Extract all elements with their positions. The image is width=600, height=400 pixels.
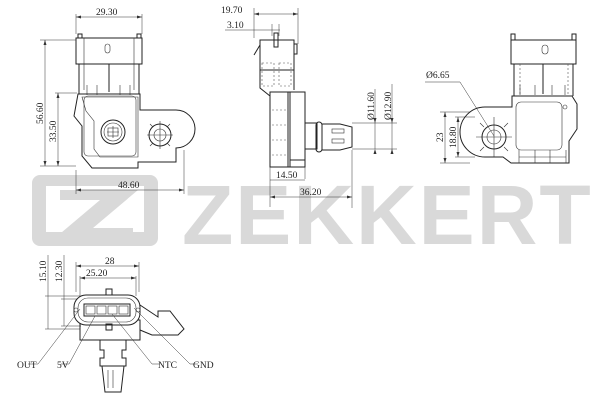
dim-front-width-total: 48.60	[118, 181, 140, 191]
dim-side-depth-total: 36.20	[300, 188, 322, 198]
pin-label-5v: 5V	[57, 361, 69, 371]
connector-view: 28 25.20 15.10 12.30 OUT 5V NTC G	[17, 255, 214, 393]
dim-rear-hole-dia: Ø6.65	[426, 71, 450, 81]
dim-side-body-depth: 14.50	[276, 171, 298, 181]
rear-view: Ø6.65 23 18.80	[425, 33, 578, 164]
dim-connector-height-outer: 15.10	[39, 260, 49, 282]
front-view: 29.30 56.60 33.50 48.60	[36, 8, 196, 194]
dim-side-dia-inner: Ø11.60	[367, 92, 377, 120]
dim-side-width-top: 19.70	[221, 6, 243, 16]
dim-front-height-body: 33.50	[49, 120, 59, 142]
side-view: 19.70 3.10 Ø11.60 Ø12.90 14.50 36.20	[221, 6, 397, 208]
dim-connector-width-inner: 25.20	[86, 269, 108, 279]
dim-side-tab-width: 3.10	[227, 21, 244, 31]
dim-connector-height-inner: 12.30	[55, 260, 65, 282]
dim-front-width-top: 29.30	[96, 8, 118, 18]
pin-label-ntc: NTC	[158, 361, 177, 371]
dim-front-height-total: 56.60	[36, 102, 46, 124]
dim-side-dia-outer: Ø12.90	[384, 92, 394, 120]
zekkert-logo-icon	[32, 175, 158, 246]
dim-connector-width-outer: 28	[105, 257, 115, 267]
dim-rear-flange-height: 23	[436, 132, 446, 142]
dim-rear-flange-inner: 18.80	[449, 126, 459, 148]
pin-label-gnd: GND	[193, 361, 214, 371]
zekkert-wordmark: ZEKKERT	[182, 168, 593, 262]
zekkert-watermark: ZEKKERT	[32, 168, 593, 262]
pin-label-out: OUT	[17, 361, 37, 371]
